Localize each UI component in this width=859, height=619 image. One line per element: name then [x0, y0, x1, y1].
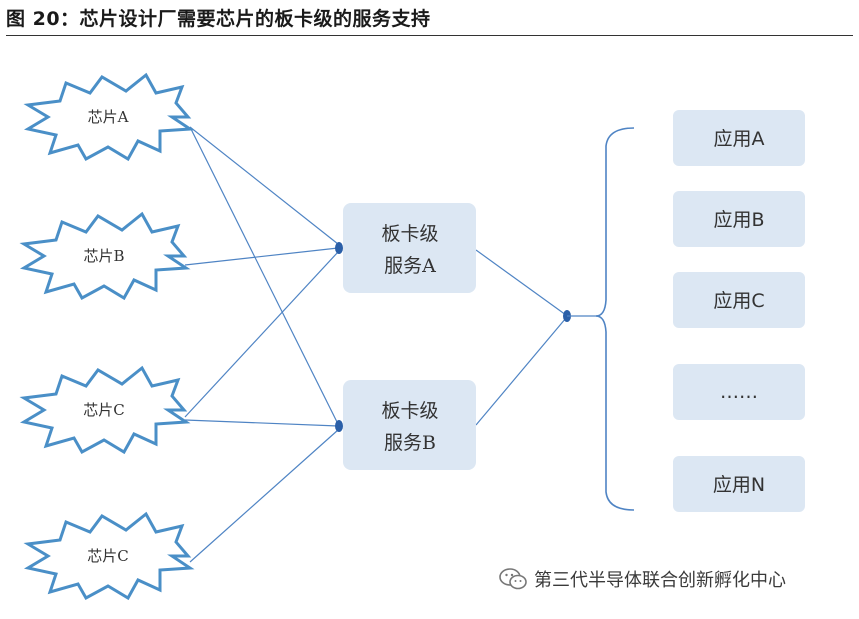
boardA-junction [335, 242, 343, 254]
chip-c2-label: 芯片C [87, 547, 128, 565]
wechat-icon [499, 568, 527, 590]
watermark-text: 第三代半导体联合创新孵化中心 [534, 570, 786, 591]
link-boardA-hub [475, 249, 567, 316]
link-chipC1-boardB [184, 419, 339, 427]
app-ellipsis: …… [673, 364, 805, 420]
figure-title: 图 20：芯片设计厂需要芯片的板卡级的服务支持 [6, 8, 431, 30]
chip-b: 芯片B [22, 212, 188, 300]
app-n-label: 应用N [713, 474, 765, 496]
apps-bracket [595, 127, 635, 511]
app-ellipsis-label: …… [720, 381, 758, 403]
board-service-b: 板卡级 服务B [343, 380, 476, 470]
boardB-junction [335, 420, 343, 432]
chip-c-1: 芯片C [22, 366, 188, 454]
board-service-a: 板卡级 服务A [343, 203, 476, 293]
link-chipA-boardB [189, 126, 339, 425]
board-a-line2: 服务A [384, 255, 436, 277]
chip-b-label: 芯片B [83, 247, 124, 265]
app-c: 应用C [673, 272, 805, 328]
watermark: 第三代半导体联合创新孵化中心 [498, 566, 786, 592]
app-a: 应用A [673, 110, 805, 166]
chip-c1-label: 芯片C [83, 401, 124, 419]
chip-to-board-lines [184, 126, 567, 563]
link-chipC2-boardB [189, 429, 339, 563]
link-chipA-boardA [189, 126, 339, 245]
app-b: 应用B [673, 191, 805, 247]
app-n: 应用N [673, 456, 805, 512]
chip-a-label: 芯片A [88, 108, 129, 126]
link-boardB-hub [475, 317, 567, 426]
board-a-line1: 板卡级 [381, 223, 438, 245]
link-chipB-boardA [184, 247, 339, 266]
app-a-label: 应用A [714, 128, 765, 150]
board-b-line1: 板卡级 [381, 400, 438, 422]
app-b-label: 应用B [713, 209, 764, 231]
title-divider [6, 35, 853, 36]
chip-c-2: 芯片C [26, 512, 192, 600]
board-b-line2: 服务B [384, 432, 436, 454]
chip-a: 芯片A [26, 73, 192, 161]
link-chipC1-boardA [184, 251, 339, 418]
app-c-label: 应用C [713, 290, 764, 312]
